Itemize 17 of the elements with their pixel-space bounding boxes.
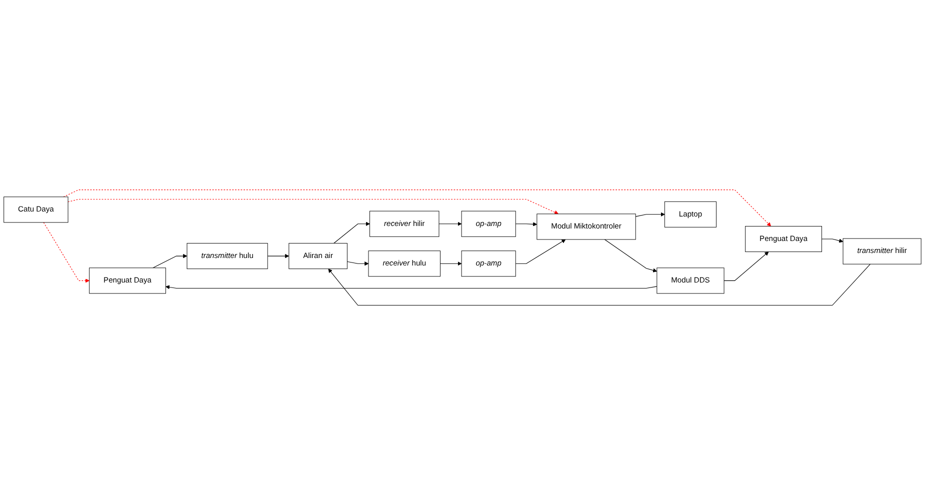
arrow [724, 252, 769, 281]
arrow [68, 198, 559, 214]
arrow [267, 254, 290, 258]
arrow [334, 222, 370, 244]
arrow [438, 222, 462, 226]
arrow [328, 264, 871, 306]
arrow [515, 222, 538, 226]
arrow [440, 262, 462, 266]
arrow [635, 212, 665, 217]
arrow [346, 261, 369, 266]
arrow [63, 189, 772, 226]
arrow [152, 254, 188, 268]
arrow [43, 222, 90, 283]
arrow [821, 238, 844, 243]
arrow [515, 239, 566, 264]
arrow [166, 285, 658, 290]
arrow [604, 239, 658, 272]
